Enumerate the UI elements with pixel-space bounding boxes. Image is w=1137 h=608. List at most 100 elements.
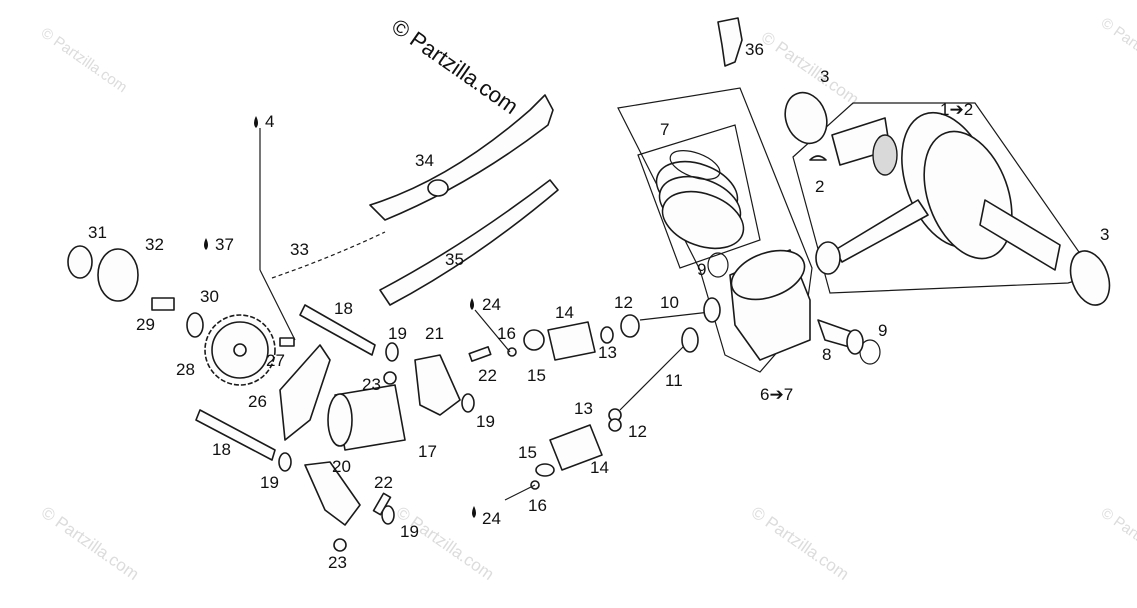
partzilla-credit: © Partzilla.com bbox=[387, 14, 523, 120]
callout-32: 32 bbox=[145, 235, 164, 254]
crank-shaft-right bbox=[979, 199, 1061, 271]
guide-pivot bbox=[427, 179, 449, 197]
washer-30 bbox=[186, 312, 204, 338]
callout-31: 31 bbox=[88, 223, 107, 242]
chain-tensioner-guide bbox=[369, 94, 554, 221]
callout-10: 10 bbox=[660, 293, 679, 312]
callout-9-right: 9 bbox=[878, 321, 887, 340]
callout-36: 36 bbox=[745, 40, 764, 59]
collet-16a bbox=[507, 347, 517, 357]
rocker-arm-lower bbox=[304, 461, 361, 526]
watermark-bl: © Partzilla.com bbox=[38, 503, 143, 584]
chain-guide bbox=[379, 179, 559, 306]
ring-frame bbox=[637, 124, 761, 269]
cam-sprocket-hub bbox=[233, 343, 247, 357]
callout-18-upper: 18 bbox=[334, 299, 353, 318]
callout-19-c: 19 bbox=[260, 473, 279, 492]
callout-13-upper: 13 bbox=[598, 343, 617, 362]
nut-23b bbox=[333, 538, 347, 552]
callout-24-upper: 24 bbox=[482, 295, 501, 314]
oil-drop-icon bbox=[204, 238, 208, 250]
callout-22-lower: 22 bbox=[374, 473, 393, 492]
callout-23-lower: 23 bbox=[328, 553, 347, 572]
callout-37: 37 bbox=[215, 235, 234, 254]
callout-21: 21 bbox=[425, 324, 444, 343]
retainer-15a bbox=[523, 329, 545, 351]
oil-drop-icons bbox=[204, 116, 476, 518]
piston-ring-3 bbox=[661, 190, 745, 250]
callout-19-b: 19 bbox=[476, 412, 495, 431]
crank-gear bbox=[872, 134, 898, 176]
oil-drop-icon bbox=[254, 116, 258, 128]
connecting-rod bbox=[834, 199, 929, 263]
oil-drop-icon bbox=[470, 298, 474, 310]
valve-10-head bbox=[703, 297, 721, 323]
washer-12a bbox=[620, 314, 640, 338]
callout-28: 28 bbox=[176, 360, 195, 379]
watermark-tl: © Partzilla.com bbox=[38, 24, 131, 96]
rocker-shaft-upper bbox=[299, 304, 376, 356]
callout-22-upper: 22 bbox=[478, 366, 497, 385]
callout-15-upper: 15 bbox=[527, 366, 546, 385]
thrust-washer-top bbox=[784, 91, 828, 145]
oil-drop-icon bbox=[472, 506, 476, 518]
watermark-br: © Partzilla.com bbox=[748, 503, 853, 584]
callout-18-lower: 18 bbox=[212, 440, 231, 459]
valvetrain-group bbox=[195, 304, 492, 552]
washer-19b bbox=[461, 393, 475, 413]
callout-26: 26 bbox=[248, 392, 267, 411]
callout-12-lower: 12 bbox=[628, 422, 647, 441]
callout-20: 20 bbox=[332, 457, 351, 476]
callout-16-upper: 16 bbox=[497, 324, 516, 343]
piston-crown bbox=[730, 249, 806, 301]
callout-29: 29 bbox=[136, 315, 155, 334]
crankshaft-group bbox=[717, 17, 1111, 306]
oil-seal-31 bbox=[67, 245, 93, 279]
washer-19a bbox=[385, 342, 399, 362]
callout-3-right: 3 bbox=[1100, 225, 1109, 244]
callout-17: 17 bbox=[418, 442, 437, 461]
bolt-29 bbox=[151, 297, 175, 311]
spring-14a bbox=[547, 321, 596, 361]
washer-19c bbox=[278, 452, 292, 472]
callout-33: 33 bbox=[290, 240, 309, 259]
callout-14-lower: 14 bbox=[590, 458, 609, 477]
leader-4b bbox=[259, 269, 296, 341]
callout-30: 30 bbox=[200, 287, 219, 306]
callout-24-lower: 24 bbox=[482, 509, 501, 528]
valve-group bbox=[474, 297, 721, 501]
callout-14-upper: 14 bbox=[555, 303, 574, 322]
cam-plate bbox=[279, 344, 331, 441]
adjuster-22b bbox=[372, 492, 392, 516]
woodruff-key bbox=[809, 155, 827, 161]
decompressor-32 bbox=[97, 248, 139, 302]
leader-24a bbox=[474, 309, 511, 353]
seal-13a bbox=[600, 326, 614, 344]
piston-pin-end bbox=[846, 329, 864, 355]
washer-12b bbox=[608, 418, 622, 432]
retainer-15b bbox=[535, 463, 555, 477]
callout-9-left: 9 bbox=[697, 260, 706, 279]
watermark-edge-br: © Partzilla.com bbox=[1098, 504, 1137, 576]
circlip-left bbox=[707, 252, 729, 278]
callout-19-d: 19 bbox=[400, 522, 419, 541]
callout-35: 35 bbox=[445, 250, 464, 269]
bearing-shell-36 bbox=[717, 17, 743, 67]
thrust-washer-right bbox=[1069, 250, 1111, 306]
camshaft-end bbox=[327, 393, 353, 447]
callout-15-lower: 15 bbox=[518, 443, 537, 462]
callout-23-upper: 23 bbox=[362, 375, 381, 394]
spring-14b bbox=[549, 424, 603, 471]
cam-chain-group bbox=[259, 94, 559, 341]
callout-4: 4 bbox=[265, 112, 274, 131]
valve-11-head bbox=[681, 327, 699, 353]
valve-10-stem bbox=[639, 311, 711, 321]
nut-23a bbox=[383, 371, 397, 385]
callout-7: 7 bbox=[660, 120, 669, 139]
callout-11: 11 bbox=[665, 371, 683, 390]
bolt-27 bbox=[279, 337, 295, 347]
watermark-edge-tr: © Partzilla.com bbox=[1098, 14, 1137, 86]
oil-ring-expander bbox=[669, 150, 721, 180]
